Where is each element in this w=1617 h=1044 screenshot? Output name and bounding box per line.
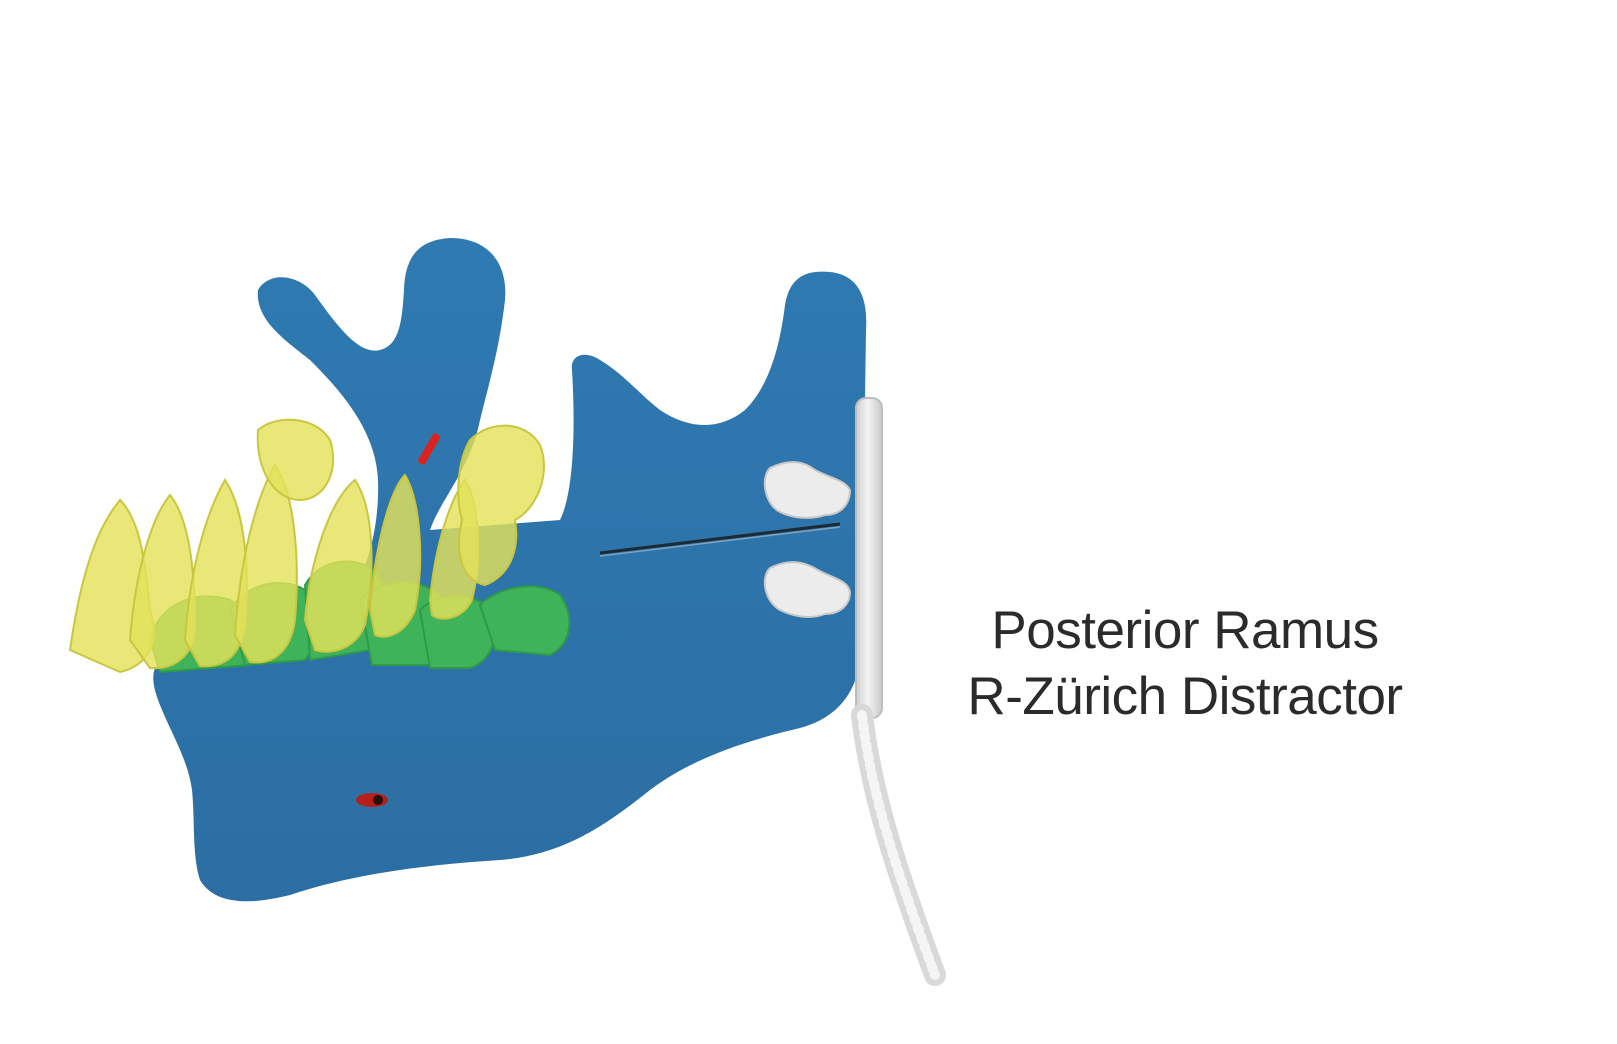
upper-teeth	[68, 418, 545, 674]
caption-line-1: Posterior Ramus	[991, 601, 1379, 660]
red-marker-upper	[418, 433, 440, 465]
caption-line-2: R-Zürich Distractor	[967, 667, 1403, 726]
distractor-body	[855, 397, 883, 719]
distractor-footplates	[763, 461, 852, 618]
osteotomy-line	[599, 522, 841, 555]
distractor-caption: Posterior Ramus R-Zürich Distractor	[915, 598, 1455, 730]
red-marker-lower	[356, 793, 388, 807]
mandible-bone	[153, 238, 867, 902]
